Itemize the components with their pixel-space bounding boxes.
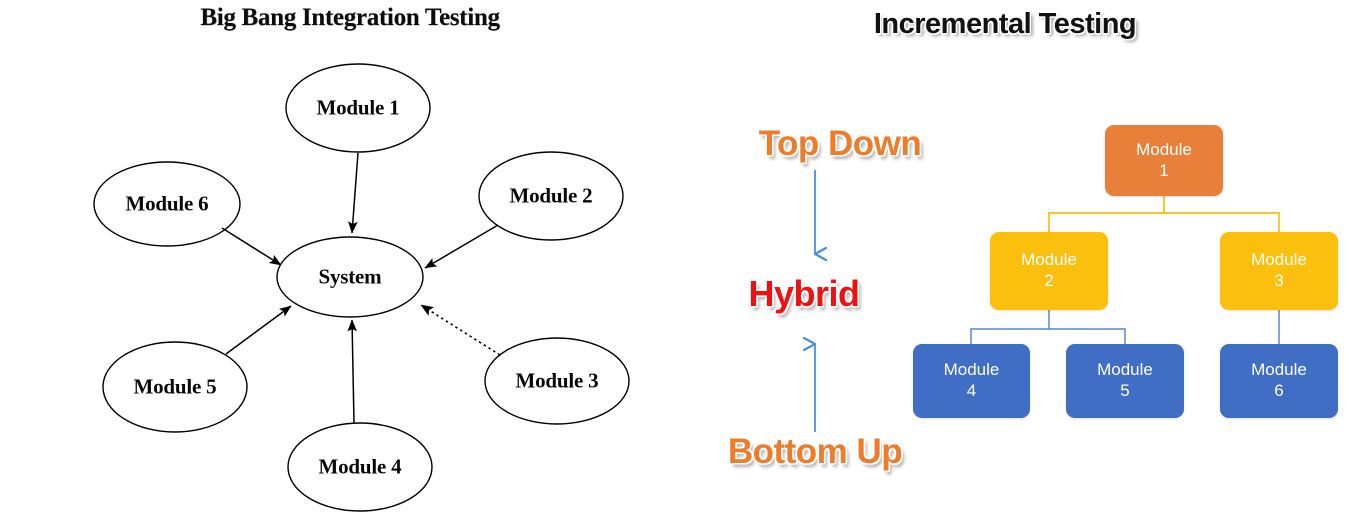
edge-module-1-to-system xyxy=(348,152,359,234)
tree-box-module-4-word: Module xyxy=(943,360,1000,380)
node-label-module-1: Module 1 xyxy=(316,95,400,120)
tree-box-module-6[interactable]: Module 6 xyxy=(1220,344,1338,418)
tree-box-module-4[interactable]: Module 4 xyxy=(913,344,1030,418)
tree-box-module-5[interactable]: Module 5 xyxy=(1066,344,1184,418)
tree-box-module-3-number: 3 xyxy=(1274,271,1284,290)
strategy-label-hybrid: Hybrid xyxy=(748,273,860,314)
tree-box-module-6-word: Module xyxy=(1251,360,1307,380)
tree-box-module-6-number: 6 xyxy=(1274,381,1284,400)
tree-box-module-1-word: Module xyxy=(1136,139,1192,159)
node-module-4[interactable] xyxy=(287,422,433,512)
node-module-5[interactable] xyxy=(102,341,248,433)
big-bang-graph xyxy=(93,63,630,512)
incremental-panel: Incremental Testing Top Down xyxy=(680,0,1356,516)
tree-box-module-3[interactable]: Module 3 xyxy=(1220,232,1338,310)
node-label-module-6: Module 6 xyxy=(125,191,209,216)
tree-box-module-2-word: Module xyxy=(1021,250,1077,270)
node-label-module-3: Module 3 xyxy=(515,368,599,393)
big-bang-title: Big Bang Integration Testing xyxy=(200,4,500,31)
tree-box-module-3-word: Module xyxy=(1251,250,1307,270)
edge-module-6-to-system xyxy=(221,227,282,266)
node-label-module-5: Module 5 xyxy=(133,374,217,399)
tree-box-module-1-number: 1 xyxy=(1159,160,1169,180)
node-label-module-4: Module 4 xyxy=(318,454,402,479)
strategy-label-top-down: Top Down xyxy=(758,124,922,163)
tree-box-module-5-number: 5 xyxy=(1120,381,1130,400)
connector-module2-to-children xyxy=(970,309,1126,345)
incremental-title: Incremental Testing xyxy=(873,8,1137,40)
tree-box-module-2[interactable]: Module 2 xyxy=(990,232,1108,310)
edge-module-3-to-system xyxy=(420,304,501,356)
edge-module-4-to-system xyxy=(347,319,358,424)
edge-module-2-to-system xyxy=(424,224,499,269)
connector-module1-to-level2 xyxy=(1048,195,1280,233)
tree-box-module-5-word: Module xyxy=(1097,360,1153,380)
node-label-system: System xyxy=(318,264,382,289)
node-module-3[interactable] xyxy=(484,337,630,425)
node-label-module-2: Module 2 xyxy=(509,183,593,208)
big-bang-panel: Big Bang Integration Testing xyxy=(93,4,630,512)
tree-box-module-2-number: 2 xyxy=(1044,271,1054,290)
tree-box-module-4-number: 4 xyxy=(966,381,977,400)
node-system[interactable] xyxy=(276,236,424,318)
node-module-1[interactable] xyxy=(285,63,431,153)
edge-module-5-to-system xyxy=(225,305,292,355)
node-module-2[interactable] xyxy=(478,151,624,241)
tree-box-module-1[interactable]: Module 1 xyxy=(1105,125,1223,196)
strategy-label-bottom-up: Bottom Up xyxy=(727,432,903,471)
node-module-6[interactable] xyxy=(93,161,241,247)
